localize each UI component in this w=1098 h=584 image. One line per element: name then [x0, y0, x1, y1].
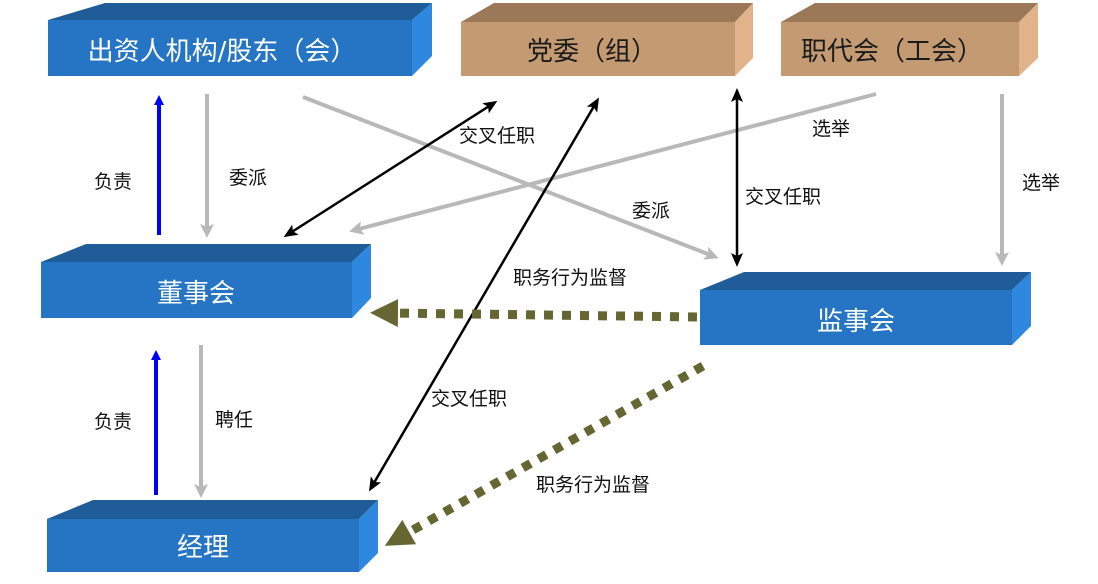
- label-union-supervisors-cross: 交叉任职: [745, 186, 821, 208]
- box-front-face: [48, 20, 412, 76]
- box-side-face: [352, 244, 371, 318]
- node-supervisors: 监事会: [700, 272, 1031, 345]
- edge-labels: 负责 委派 交叉任职 委派 选举 交叉任职 选举 职务行为监督 负责 聘任 交叉…: [94, 118, 1060, 496]
- box-front-face: [700, 290, 1012, 345]
- arrow-supervisors-to-board: [370, 299, 698, 328]
- arrow-union-to-board: [349, 92, 877, 235]
- label-investor-to-board: 委派: [229, 167, 267, 189]
- box-top-face: [47, 500, 378, 519]
- box-side-face: [412, 3, 432, 76]
- label-manager-to-board: 负责: [94, 411, 132, 433]
- node-label: 董事会: [157, 279, 235, 309]
- box-side-face: [1012, 272, 1031, 345]
- arrow-party-board-cross: [283, 100, 498, 238]
- box-top-face: [700, 272, 1031, 290]
- node-label: 经理: [177, 533, 229, 563]
- arrow-party-manager-cross: [368, 97, 600, 492]
- arrow-investor-to-supervisors: [302, 95, 719, 260]
- node-union: 职代会（工会）: [781, 3, 1038, 76]
- box-side-face: [735, 3, 753, 76]
- label-supervisors-to-board: 职务行为监督: [513, 267, 627, 289]
- label-investor-to-supervisors: 委派: [632, 200, 670, 222]
- label-union-to-board: 选举: [812, 118, 850, 140]
- box-front-face: [41, 262, 352, 318]
- node-investor: 出资人机构/股东（会）: [48, 3, 432, 76]
- box-side-face: [1019, 3, 1038, 76]
- box-top-face: [781, 3, 1038, 22]
- box-front-face: [781, 22, 1019, 76]
- arrow-supervisors-to-manager: [384, 362, 706, 546]
- connectors: [151, 88, 1009, 546]
- node-party: 党委（组）: [461, 3, 753, 76]
- label-supervisors-to-manager: 职务行为监督: [536, 474, 650, 496]
- label-party-manager-cross: 交叉任职: [431, 388, 507, 410]
- node-label: 党委（组）: [527, 37, 657, 67]
- node-label: 职代会（工会）: [801, 37, 983, 67]
- node-board: 董事会: [41, 244, 371, 318]
- box-side-face: [359, 500, 378, 572]
- node-label: 监事会: [817, 307, 895, 337]
- box-front-face: [47, 519, 359, 572]
- label-party-board-cross: 交叉任职: [459, 125, 535, 147]
- box-top-face: [48, 3, 432, 20]
- box-front-face: [461, 22, 735, 76]
- box-top-face: [41, 244, 371, 262]
- label-union-to-supervisors: 选举: [1022, 172, 1060, 194]
- node-label: 出资人机构/股东（会）: [88, 37, 357, 67]
- label-board-to-investor: 负责: [94, 171, 132, 193]
- node-manager: 经理: [47, 500, 378, 572]
- label-board-to-manager: 聘任: [215, 409, 253, 431]
- box-top-face: [461, 3, 753, 22]
